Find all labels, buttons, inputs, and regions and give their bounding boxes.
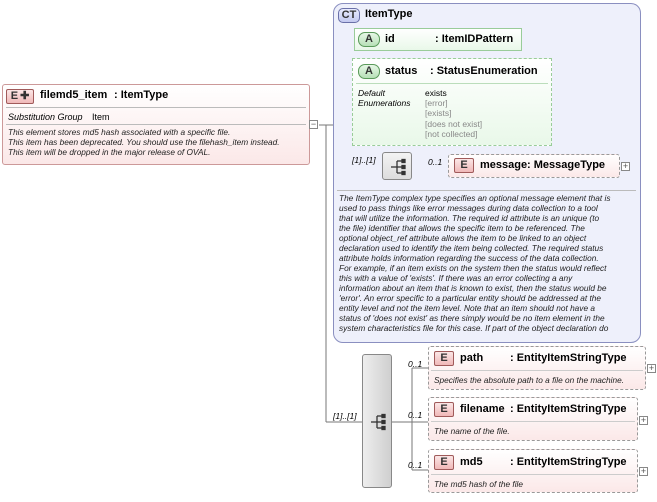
message-cardinality: 0..1 — [428, 157, 443, 167]
root-divider — [6, 107, 306, 108]
sequence-compositor[interactable] — [362, 354, 392, 488]
filename-doc: The name of the file. — [434, 426, 510, 436]
ct-doc-line: status of 'does not exist' as there simp… — [339, 313, 605, 323]
filename-element-type: : EntityItemStringType — [510, 403, 627, 415]
expand-toggle-icon[interactable]: + — [621, 161, 630, 171]
root-element-type: : ItemType — [114, 89, 169, 101]
md5-element-type: : EntityItemStringType — [510, 456, 627, 468]
ct-doc-line: this with a value of 'exists'. If there … — [339, 273, 573, 283]
attribute-status-box[interactable] — [352, 58, 552, 146]
enum-value-2: [exists] — [425, 108, 452, 118]
substitution-group-label: Substitution Group — [8, 112, 83, 122]
md5-element-name: md5 — [460, 456, 483, 468]
default-label: Default — [358, 88, 385, 98]
path-doc: Specifies the absolute path to a file on… — [434, 375, 625, 385]
ct-doc-line: used to pass things like error messages … — [339, 203, 598, 213]
ct-doc-line: The ItemType complex type specifies an o… — [339, 193, 611, 203]
filename-element-name: filename — [460, 403, 505, 415]
path-element-box[interactable] — [428, 346, 646, 390]
sequence-icon — [391, 158, 406, 176]
ct-doc-line: For example, if an item exists on the sy… — [339, 263, 607, 273]
complex-type-icon: CT — [338, 8, 360, 23]
md5-cardinality: 0..1 — [408, 460, 423, 470]
enum-value-1: [error] — [425, 98, 448, 108]
plus-glyph-icon: ✚ — [20, 90, 30, 102]
message-element-type: : MessageType — [527, 159, 606, 171]
path-element-name: path — [460, 352, 484, 364]
md5-element-box[interactable] — [428, 449, 638, 493]
element-expanded-icon: E✚ — [6, 89, 34, 104]
attribute-icon: A — [358, 64, 380, 79]
expand-toggle-icon[interactable]: + — [639, 466, 648, 476]
attribute-icon: A — [358, 32, 380, 47]
enum-value-3: [does not exist] — [425, 119, 483, 129]
sequence-cardinality: [1]..[1] — [333, 411, 357, 421]
ct-doc-line: 'error'. An error specific to a particul… — [339, 293, 602, 303]
root-doc-line-2: This item has been deprecated. You shoul… — [8, 137, 280, 147]
ct-doc-divider — [337, 190, 636, 191]
filename-cardinality: 0..1 — [408, 410, 423, 420]
default-value: exists — [425, 88, 447, 98]
filename-divider — [431, 421, 635, 422]
enum-value-4: [not collected] — [425, 129, 478, 139]
element-icon: E — [434, 351, 454, 366]
md5-divider — [431, 474, 635, 475]
ct-doc-line: system characteristics file for this cas… — [339, 323, 609, 333]
attribute-id-box[interactable] — [354, 28, 522, 51]
attribute-status-name: status — [385, 65, 418, 77]
ct-doc-line: optional object_ref attribute allows the… — [339, 233, 587, 243]
ct-sequence-cardinality: [1]..[1] — [352, 155, 376, 165]
sequence-icon — [371, 413, 386, 431]
message-element-box[interactable] — [448, 154, 620, 178]
ct-sequence-compositor[interactable] — [382, 152, 412, 180]
attribute-status-divider — [356, 83, 548, 84]
attribute-id-name: id — [385, 33, 395, 45]
ct-doc-line: declaration used to identify the item be… — [339, 243, 604, 253]
message-element-name: message — [480, 159, 528, 171]
root-divider-2 — [6, 124, 306, 125]
root-doc-line-3: This item will be dropped in the major r… — [8, 147, 211, 157]
ct-doc-line: entity level and not the item level. Not… — [339, 303, 595, 313]
element-icon: E — [434, 402, 454, 417]
collapse-toggle-icon[interactable]: − — [309, 119, 318, 129]
ct-doc-line: information about an item that is known … — [339, 283, 607, 293]
expand-toggle-icon[interactable]: + — [647, 363, 656, 373]
ct-doc-line: attribute holds information regarding th… — [339, 253, 599, 263]
root-doc-line-1: This element stores md5 hash associated … — [8, 127, 231, 137]
ct-documentation: The ItemType complex type specifies an o… — [339, 193, 637, 335]
element-icon: E — [454, 158, 474, 173]
attribute-id-type: : ItemIDPattern — [435, 33, 514, 45]
path-element-type: : EntityItemStringType — [510, 352, 627, 364]
filename-element-box[interactable] — [428, 397, 638, 441]
enumerations-label: Enumerations — [358, 98, 411, 108]
md5-doc: The md5 hash of the file — [434, 479, 524, 489]
ct-doc-line: the file) identifier that allows the spe… — [339, 223, 585, 233]
element-icon: E — [434, 455, 454, 470]
path-divider — [431, 370, 643, 371]
substitution-group-value: Item — [92, 112, 110, 122]
expand-toggle-icon[interactable]: + — [639, 415, 648, 425]
attribute-status-type: : StatusEnumeration — [430, 65, 538, 77]
ct-doc-line: that will utilize the information. The r… — [339, 213, 600, 223]
complex-type-name: ItemType — [365, 8, 413, 20]
root-element-name: filemd5_item — [40, 89, 108, 101]
path-cardinality: 0..1 — [408, 359, 423, 369]
